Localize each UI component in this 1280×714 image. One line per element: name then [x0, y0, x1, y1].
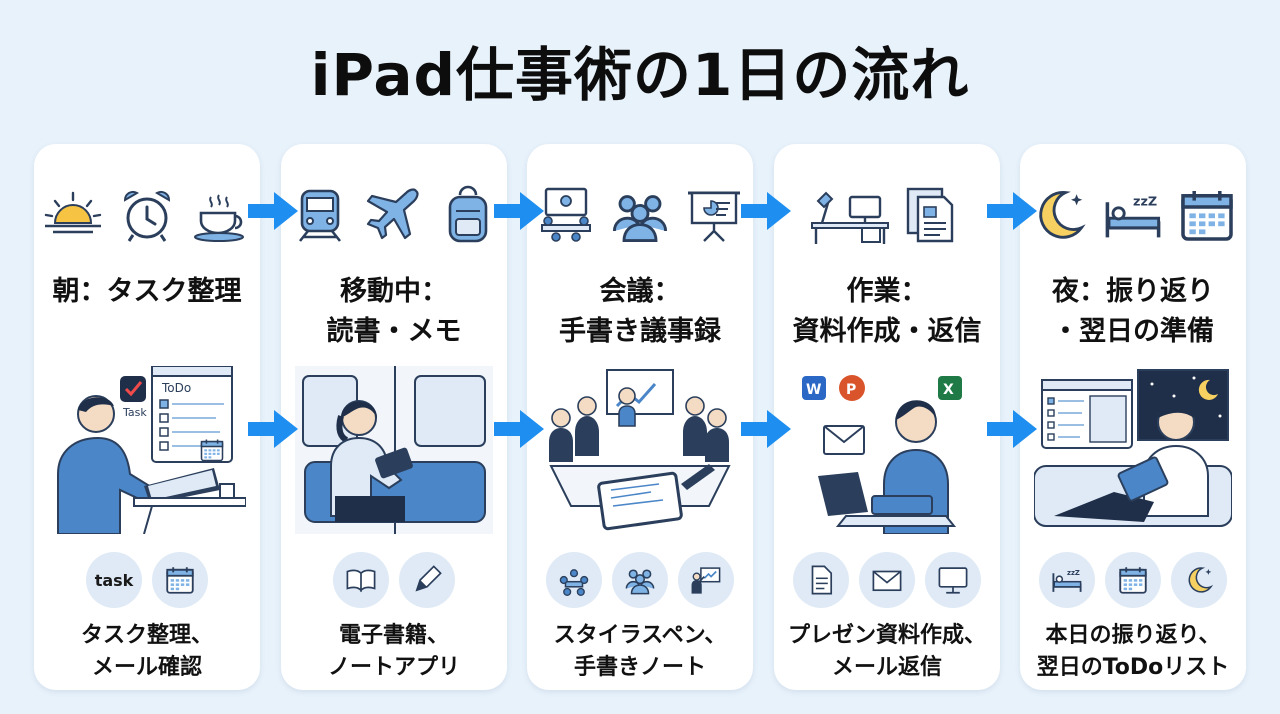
stage-label-line1: 移動中：	[340, 276, 448, 307]
alarm-clock-icon	[123, 190, 171, 242]
flow-arrow-right	[741, 410, 791, 448]
tool-description: 電子書籍、 ノートアプリ	[281, 620, 507, 684]
stage-label-line2: 手書き議事録	[559, 316, 721, 347]
task-app-label: Task	[122, 406, 147, 419]
tool-icon-row	[1020, 552, 1246, 608]
tool-line2: ノートアプリ	[327, 655, 460, 680]
tool-line2: 翌日のToDoリスト	[1036, 655, 1230, 680]
stage-top-icons	[527, 180, 753, 250]
flow-arrow-right	[248, 192, 298, 230]
tool-icon-row	[774, 552, 1000, 608]
flow-arrow-right	[987, 410, 1037, 448]
page-title: iPad仕事術の1日の流れ	[310, 41, 970, 109]
tool-description: タスク整理、 メール確認	[34, 620, 260, 684]
flow-arrow-right	[494, 410, 544, 448]
man-relaxing-at-night-illustration	[1034, 369, 1232, 527]
flow-arrow-right	[248, 410, 298, 448]
calendar-icon	[1105, 552, 1161, 608]
moon-icon	[1171, 552, 1227, 608]
stage-card-morning: 朝：タスク整理 ToDo Task task タスク整理、 メール確認	[34, 144, 260, 690]
flow-arrow-right	[987, 192, 1037, 230]
svg-text:P: P	[846, 382, 856, 398]
stage-label-line1: 夜：振り返り	[1052, 276, 1214, 307]
tool-line2: メール確認	[91, 655, 202, 680]
tool-line1: スタイラスペン、	[553, 623, 727, 648]
stage-label-line1: 作業：	[846, 276, 928, 307]
tool-line1: タスク整理、	[80, 623, 213, 648]
tool-description: スタイラスペン、 手書きノート	[527, 620, 753, 684]
sleeping-bed-icon	[1101, 183, 1165, 247]
svg-text:W: W	[806, 382, 821, 398]
woman-reading-on-train-illustration	[295, 366, 493, 534]
tool-line2: メール返信	[831, 655, 942, 680]
tool-icon-row	[527, 552, 753, 608]
tool-line1: プレゼン資料作成、	[787, 623, 986, 648]
flow-arrow-right	[494, 192, 544, 230]
calendar-icon	[152, 552, 208, 608]
meeting-icon	[546, 552, 602, 608]
man-at-desk-with-ipad-illustration: ToDo Task	[57, 366, 246, 534]
stage-top-icons	[774, 180, 1000, 250]
tool-icon-row: task	[34, 552, 260, 608]
flow-arrow-right	[741, 192, 791, 230]
tool-icon-row	[281, 552, 507, 608]
stage-label: 朝：タスク整理	[34, 272, 260, 312]
document-icon	[793, 552, 849, 608]
stage-label: 作業： 資料作成・返信	[774, 272, 1000, 352]
team-icon	[608, 183, 672, 247]
sunrise-icon	[44, 191, 102, 234]
tool-line2: 手書きノート	[573, 655, 706, 680]
tool-line1: 本日の振り返り、	[1045, 623, 1221, 648]
todo-screen-title: ToDo	[161, 381, 191, 395]
mail-icon	[859, 552, 915, 608]
stage-top-icons	[1020, 180, 1246, 250]
presentation-board-icon	[688, 191, 740, 242]
task-icon-text: task	[94, 570, 134, 590]
monitor-icon	[925, 552, 981, 608]
stage-card-meeting: 会議： 手書き議事録 スタイラスペン、 手書きノート	[527, 144, 753, 690]
meeting-with-tablet-illustration	[549, 369, 731, 531]
stage-label-line2: 読書・メモ	[326, 316, 462, 347]
stage-top-icons	[34, 180, 260, 250]
tool-line1: 電子書籍、	[338, 623, 449, 648]
calendar-icon	[1175, 183, 1239, 247]
stage-label: 会議： 手書き議事録	[527, 272, 753, 352]
stage-label-line2: ・翌日の準備	[1052, 316, 1214, 347]
stage-label-line1: 朝：タスク整理	[52, 276, 242, 307]
train-icon	[298, 189, 342, 242]
desk-lamp-computer-icon	[811, 191, 889, 244]
stage-top-icons	[281, 180, 507, 250]
stage-label-line2: 資料作成・返信	[792, 316, 982, 347]
pencil-icon	[399, 552, 455, 608]
stage-card-commute: 移動中： 読書・メモ 電子書籍、 ノートアプリ	[281, 144, 507, 690]
coffee-cup-icon	[194, 194, 244, 242]
backpack-icon	[448, 185, 488, 243]
stage-label: 移動中： 読書・メモ	[281, 272, 507, 352]
task-text-icon: task	[86, 552, 142, 608]
bed-icon	[1039, 552, 1095, 608]
tool-description: 本日の振り返り、 翌日のToDoリスト	[1020, 620, 1246, 684]
stage-card-work: 作業： 資料作成・返信 W P X プレゼン資料作成、 メール返信	[774, 144, 1000, 690]
book-icon	[333, 552, 389, 608]
svg-text:X: X	[943, 382, 954, 398]
airplane-icon	[366, 188, 419, 240]
team-icon	[612, 552, 668, 608]
tool-description: プレゼン資料作成、 メール返信	[774, 620, 1000, 684]
presenter-icon	[678, 552, 734, 608]
man-typing-on-ipad-illustration: W P X	[802, 375, 962, 534]
stage-card-night: 夜：振り返り ・翌日の準備 本日の振り返り、 翌日のToDoリスト	[1020, 144, 1246, 690]
meeting-screen-icon	[541, 187, 591, 242]
stage-label: 夜：振り返り ・翌日の準備	[1020, 272, 1246, 352]
documents-icon	[906, 187, 954, 243]
stage-label-line1: 会議：	[599, 276, 681, 307]
